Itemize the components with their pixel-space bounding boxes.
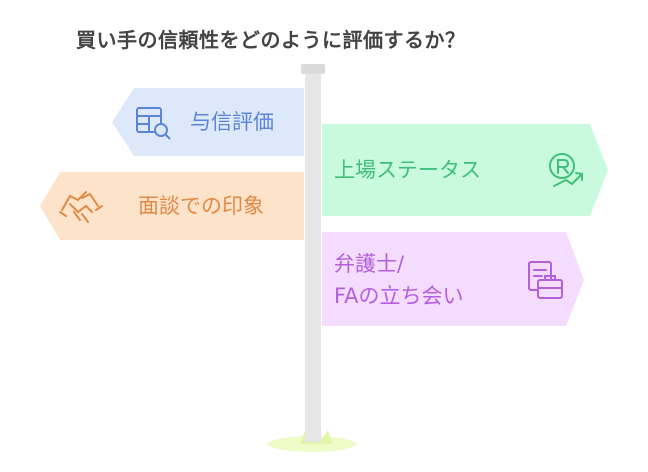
label-listing-status: 上場ステータス <box>334 158 481 182</box>
pole-cap <box>301 64 325 74</box>
label-interview-impression: 面談での印象 <box>138 194 264 218</box>
label-lawyer-fa-line1: 弁護士/ <box>334 252 405 276</box>
diagram-title: 買い手の信頼性をどのように評価するか？ <box>76 28 466 52</box>
handshake-icon <box>59 191 103 223</box>
sign-interview-impression <box>40 172 304 240</box>
label-credit-evaluation: 与信評価 <box>190 110 274 134</box>
credit-evaluation-icon <box>136 107 171 140</box>
signpost-pole <box>305 72 321 442</box>
sign-listing-status <box>322 124 608 216</box>
legal-documents-briefcase-icon <box>528 261 563 299</box>
sign-lawyer-fa-attendance <box>322 232 584 326</box>
label-lawyer-fa-line2: FAの立ち会い <box>334 284 464 308</box>
registered-growth-icon <box>549 153 583 187</box>
sign-credit-evaluation <box>112 88 304 156</box>
